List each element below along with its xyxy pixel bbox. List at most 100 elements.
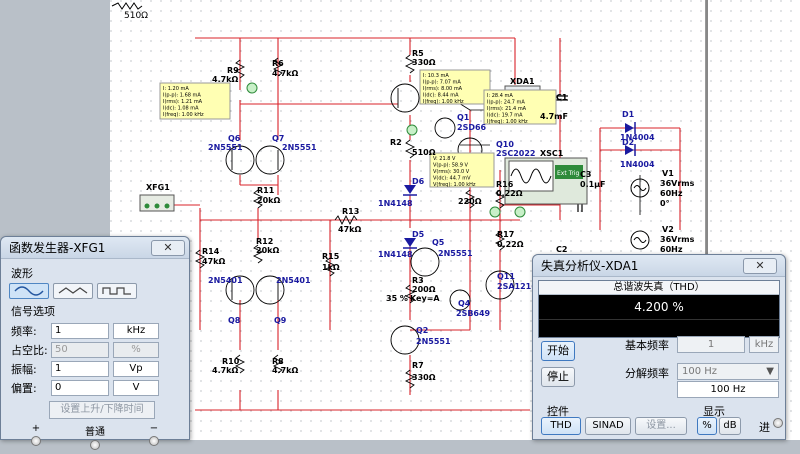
component-labels: R9 4.7kΩ R6 4.7kΩ R5 330Ω R2 510Ω R11 20… — [146, 49, 695, 382]
negative-terminal[interactable]: − — [149, 423, 159, 450]
resolution-frequency-label: 分解频率 — [625, 367, 669, 380]
c1-name: C1 — [556, 93, 568, 102]
q1-name: Q1 — [457, 113, 470, 122]
v1-name: V1 — [662, 169, 674, 178]
v2-rating: 36Vrms — [660, 235, 695, 244]
offset-row: 偏置: 0 V — [9, 378, 181, 397]
v2-name: V2 — [662, 225, 674, 234]
v2-freq: 60Hz — [660, 245, 683, 254]
q4-part: 2SB649 — [456, 309, 491, 318]
q9-part: 2N5401 — [276, 276, 311, 285]
r3-name: R3 — [412, 276, 424, 285]
distortion-analyzer-close-button[interactable]: ✕ — [743, 258, 777, 274]
close-icon: ✕ — [163, 241, 173, 254]
square-wave-button[interactable] — [97, 283, 137, 299]
xsc1-oscilloscope[interactable]: Ext Trig — [504, 157, 588, 205]
ac-source-symbols — [630, 178, 650, 250]
svg-text:I: 10.3 mAI(p-p): 7.07 mAI(rms: I: 10.3 mAI(p-p): 7.07 mAI(rms): 8.00 mA… — [423, 73, 464, 105]
q10-name: Q10 — [496, 140, 514, 149]
fundamental-frequency-unit[interactable]: kHz — [749, 336, 779, 353]
triangle-wave-icon — [58, 287, 88, 294]
r16-name: R16 — [496, 180, 514, 189]
positive-terminal[interactable]: + — [31, 423, 41, 450]
positive-terminal-label: + — [31, 423, 41, 434]
distortion-analyzer-window[interactable]: 失真分析仪-XDA1 ✕ 总谐波失真（THD） 4.200 % 开始 停止 基本… — [532, 254, 786, 440]
function-generator-close-button[interactable]: ✕ — [151, 240, 185, 256]
resolution-frequency-value: 100 Hz — [682, 366, 718, 377]
function-generator-window[interactable]: 函数发生器-XFG1 ✕ 波形 信号选项 频率: 1 kHz 占空比: 50 % — [0, 236, 190, 450]
duty-cycle-unit: % — [113, 341, 159, 358]
r15-value: 1kΩ — [322, 263, 340, 272]
common-terminal-label: 普通 — [85, 427, 105, 438]
r7-value: 330Ω — [412, 373, 436, 382]
xfg1-instrument[interactable] — [139, 194, 175, 212]
svg-text:I: 1.20 mAI(p-p): 1.68 mAI(rms: I: 1.20 mAI(p-p): 1.68 mAI(rms): 1.21 mA… — [163, 86, 204, 118]
frequency-input[interactable]: 1 — [51, 322, 109, 339]
resolution-frequency-select[interactable]: 100 Hz ▼ — [677, 363, 779, 380]
db-button[interactable]: dB — [719, 417, 741, 435]
q11-name: Q11 — [497, 272, 515, 281]
r-220-value: 220Ω — [458, 197, 482, 206]
function-generator-titlebar[interactable]: 函数发生器-XFG1 — [1, 237, 189, 259]
terminals: + 普通 − — [9, 423, 181, 450]
probe-icons — [246, 82, 526, 218]
c3-name: C3 — [580, 170, 591, 179]
chevron-down-icon: ▼ — [766, 366, 774, 377]
distortion-analyzer-titlebar[interactable]: 失真分析仪-XDA1 — [533, 255, 785, 277]
transistor-symbols — [225, 83, 515, 355]
r3-key: Key=A — [410, 294, 440, 303]
amplitude-input[interactable]: 1 — [51, 360, 109, 377]
q2-name: Q2 — [416, 326, 428, 335]
display-label: 显示 — [703, 405, 725, 418]
q4-name: Q4 — [458, 299, 471, 308]
fundamental-frequency-input[interactable]: 1 — [677, 336, 745, 353]
q5-part: 2N5551 — [438, 249, 473, 258]
r13-value: 47kΩ — [338, 225, 361, 234]
input-terminal-icon[interactable] — [773, 418, 783, 428]
thd-button[interactable]: THD — [541, 417, 581, 435]
frequency-label: 频率: — [11, 324, 37, 338]
circuit-wires — [160, 37, 681, 411]
c3-value: 0.1µF — [580, 180, 606, 189]
top-resistor[interactable]: 510Ω — [111, 2, 148, 21]
start-button[interactable]: 开始 — [541, 341, 575, 361]
c1-value: 4.7mF — [540, 112, 568, 121]
q10-part: 2SC2022 — [496, 149, 535, 158]
d2-part: 1N4004 — [620, 160, 655, 169]
settings-button: 设置... — [635, 417, 687, 435]
r14-value: 47kΩ — [202, 257, 225, 266]
sine-wave-button[interactable] — [9, 283, 49, 299]
r15-name: R15 — [322, 252, 340, 261]
r2-name: R2 — [390, 138, 402, 147]
triangle-wave-button[interactable] — [53, 283, 93, 299]
waveform-label: 波形 — [11, 267, 33, 280]
offset-input[interactable]: 0 — [51, 379, 109, 396]
set-rise-fall-time-button: 设置上升/下降时间 — [49, 401, 155, 419]
percent-button[interactable]: % — [697, 417, 717, 435]
square-wave-icon — [102, 287, 131, 295]
q11-part: 2SA1216 — [497, 282, 537, 291]
d5-part: 1N4148 — [378, 250, 413, 259]
offset-unit-select[interactable]: V — [113, 379, 159, 396]
r10-value: 4.7kΩ — [212, 366, 238, 375]
r16-value: 0.22Ω — [496, 189, 523, 198]
r9-name: R9 — [227, 66, 239, 75]
controls-label: 控件 — [547, 405, 569, 418]
q2-part: 2N5551 — [416, 337, 451, 346]
stop-button[interactable]: 停止 — [541, 367, 575, 387]
amplitude-unit-select[interactable]: Vp — [113, 360, 159, 377]
common-terminal[interactable]: 普通 — [85, 423, 105, 450]
r12-value: 20kΩ — [256, 246, 279, 255]
r10-name: R10 — [222, 357, 240, 366]
q1-part: 2SD66 — [457, 123, 487, 132]
sinad-button[interactable]: SINAD — [585, 417, 631, 435]
frequency-unit-select[interactable]: kHz — [113, 322, 159, 339]
r2-value: 510Ω — [412, 148, 436, 157]
duty-cycle-row: 占空比: 50 % — [9, 340, 181, 359]
d6-name: D6 — [412, 177, 425, 186]
r17-name: R17 — [497, 230, 514, 239]
duty-cycle-label: 占空比: — [11, 343, 48, 357]
xda1-name: XDA1 — [510, 77, 535, 86]
r8-value: 4.7kΩ — [272, 366, 298, 375]
